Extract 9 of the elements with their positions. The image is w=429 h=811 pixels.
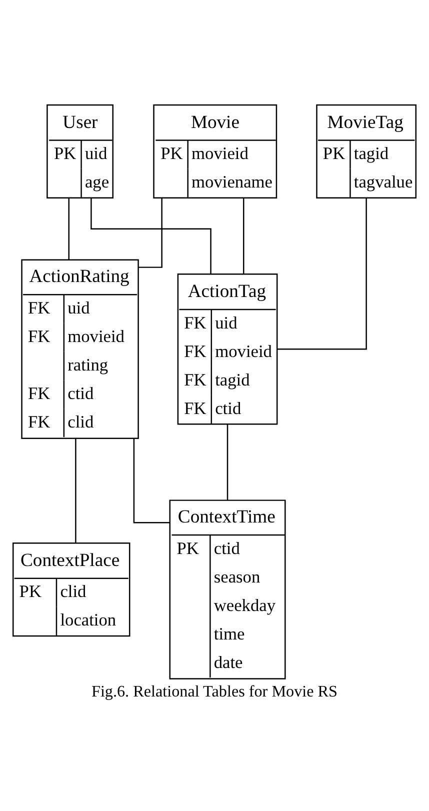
connector	[138, 198, 162, 268]
connector	[90, 198, 212, 274]
connector	[133, 438, 170, 524]
connector	[68, 198, 70, 260]
connector	[243, 198, 244, 274]
connector	[226, 424, 228, 500]
connector	[75, 438, 76, 543]
connector	[277, 198, 367, 350]
caption: Fig.6. Relational Tables for Movie RS	[91, 684, 338, 701]
